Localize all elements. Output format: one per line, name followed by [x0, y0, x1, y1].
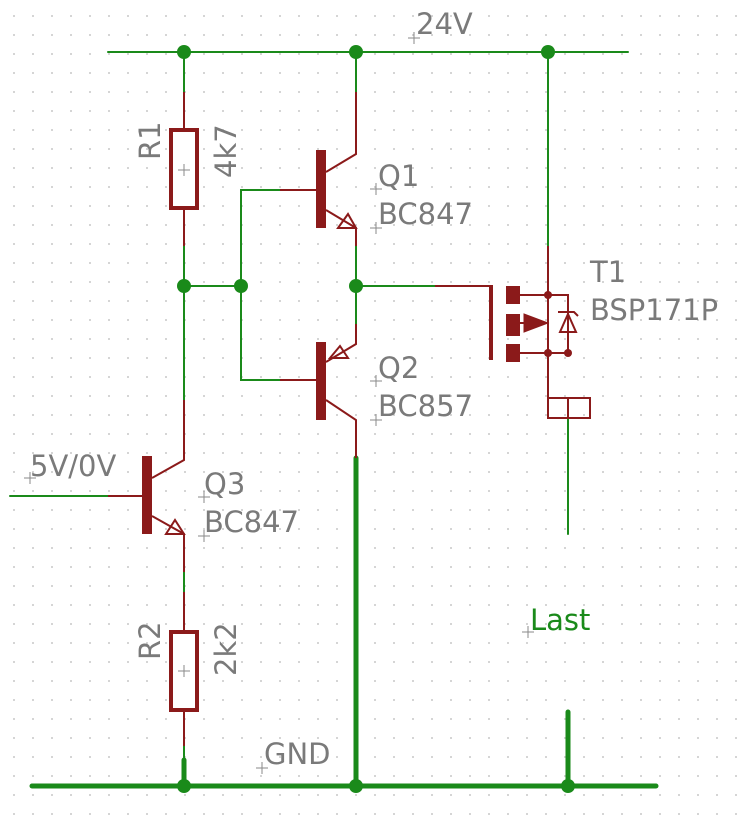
junction-dot: [349, 779, 363, 793]
q2-base-bar: [316, 342, 326, 420]
r2-value-label: 2k2: [209, 622, 243, 676]
supply-net-label: 24V: [416, 7, 473, 41]
q1-base-bar: [316, 150, 326, 228]
junction-dot: [177, 45, 191, 59]
q1-value-label: BC847: [378, 197, 473, 231]
transistor-q2: Q2 BC857: [280, 324, 473, 458]
net-labels: 24V 5V/0V GND Last: [24, 7, 590, 774]
r1-value-label: 4k7: [209, 124, 243, 178]
junctions: [177, 45, 575, 793]
t1-channel-mid: [506, 314, 520, 336]
transistor-q1: Q1 BC847: [280, 92, 473, 246]
mosfet-t1: T1 BSP171P: [435, 246, 718, 419]
t1-node-dot: [544, 291, 552, 299]
q1-ref-label: Q1: [378, 159, 419, 193]
t1-value-label: BSP171P: [590, 293, 718, 327]
junction-dot: [234, 279, 248, 293]
q3-value-label: BC847: [204, 505, 299, 539]
ground-net-label: GND: [264, 737, 331, 771]
junction-dot: [177, 279, 191, 293]
junction-dot: [561, 779, 575, 793]
r2-ref-label: R2: [133, 621, 167, 660]
t1-channel-bottom: [506, 344, 520, 362]
t1-node-dot: [544, 349, 552, 357]
load-net-label: Last: [530, 603, 590, 637]
transistor-q3: Q3 BC847: [108, 400, 299, 572]
q2-ref-label: Q2: [378, 351, 419, 385]
t1-ref-label: T1: [589, 255, 626, 289]
ground-bus: [29, 455, 659, 789]
junction-dot: [349, 45, 363, 59]
resistor-r2: R2 2k2: [133, 592, 243, 746]
t1-node-dot: [564, 349, 572, 357]
q3-ref-label: Q3: [204, 467, 245, 501]
t1-channel-top: [506, 286, 520, 304]
junction-dot: [177, 779, 191, 793]
resistor-r1: R1 4k7: [133, 92, 243, 246]
t1-gate-lead: [435, 285, 493, 360]
input-net-label: 5V/0V: [30, 449, 117, 483]
junction-dot: [349, 279, 363, 293]
r1-ref-label: R1: [133, 121, 167, 160]
q2-value-label: BC857: [378, 389, 473, 423]
q3-base-bar: [142, 456, 152, 534]
junction-dot: [541, 45, 555, 59]
